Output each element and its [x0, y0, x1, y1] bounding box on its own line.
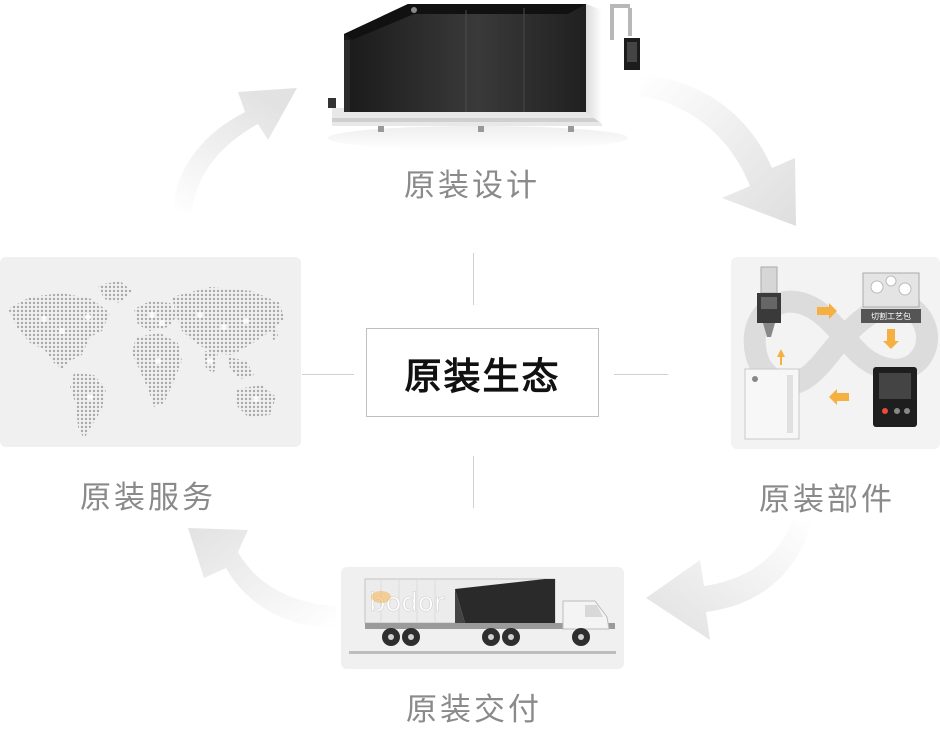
- connector-left: [302, 374, 354, 375]
- arrow-design-to-parts: [640, 74, 796, 226]
- machine-components-cycle-icon: 切割工艺包: [743, 266, 938, 440]
- label-design: 原装设计: [404, 168, 540, 204]
- parts-panel: 切割工艺包: [731, 257, 940, 449]
- world-map-icon: [8, 281, 284, 439]
- label-service: 原装服务: [80, 480, 216, 516]
- arrow-parts-to-delivery: [646, 520, 812, 640]
- service-panel: [0, 257, 301, 447]
- laser-cutting-machine-icon: [328, 4, 640, 150]
- label-delivery: 原装交付: [406, 692, 542, 728]
- center-title: 原装生态: [404, 354, 561, 398]
- connector-bottom: [473, 456, 474, 508]
- label-parts: 原装部件: [759, 482, 895, 518]
- center-box: 原装生态: [366, 328, 599, 417]
- parts-card-text: 切割工艺包: [871, 311, 911, 321]
- delivery-panel: bodor: [341, 567, 624, 669]
- arrow-service-to-design: [172, 88, 297, 212]
- connector-right: [614, 374, 668, 375]
- arrow-delivery-to-service: [188, 528, 336, 628]
- connector-top: [473, 253, 474, 305]
- delivery-truck-icon: bodor: [349, 578, 616, 654]
